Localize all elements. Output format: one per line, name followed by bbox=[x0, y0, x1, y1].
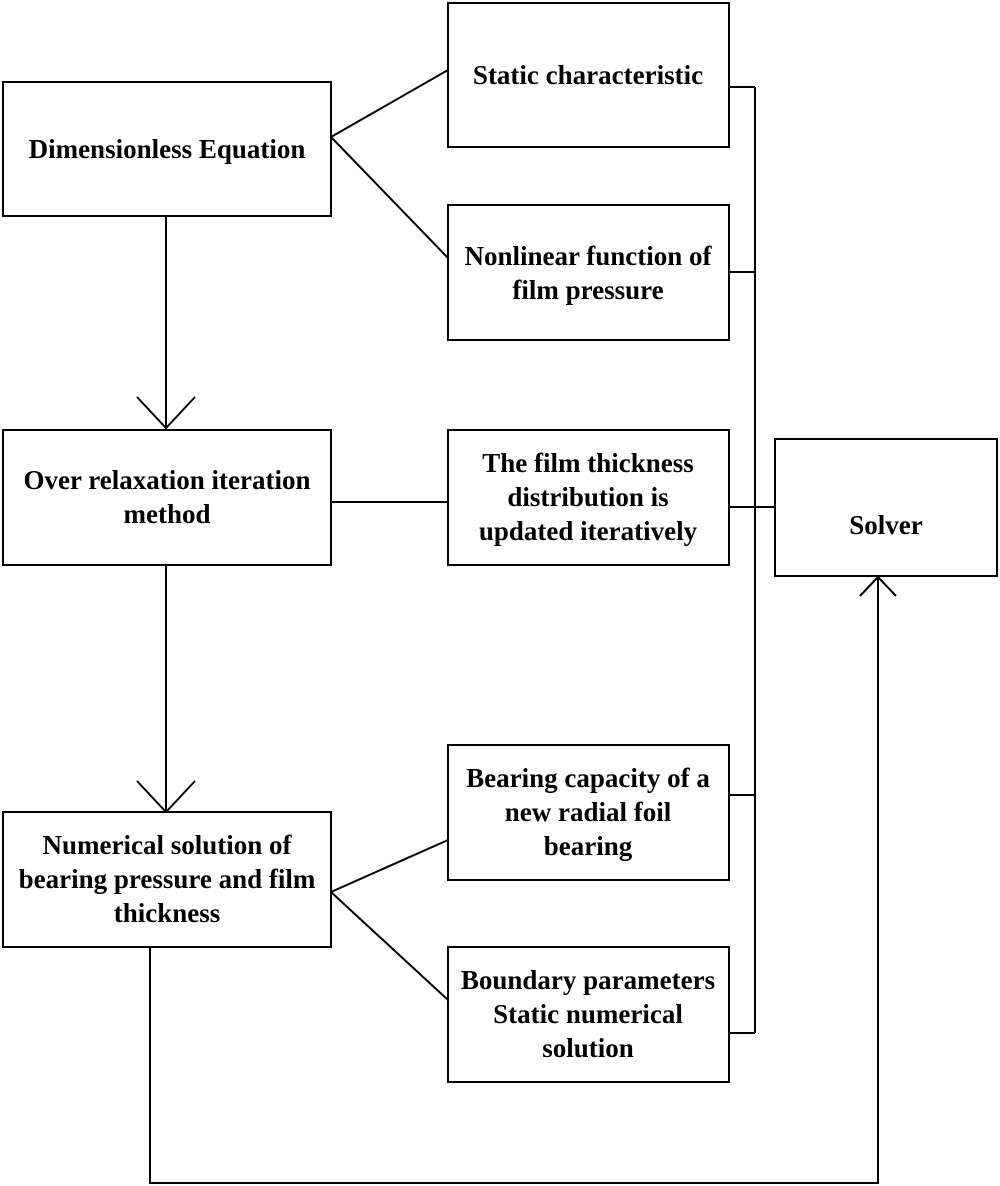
node-label: Dimensionless Equation bbox=[29, 134, 306, 164]
node-label: Over relaxation iteration method bbox=[24, 465, 311, 529]
node-over-relaxation: Over relaxation iteration method bbox=[2, 429, 332, 566]
node-label: Nonlinear function of film pressure bbox=[464, 241, 712, 305]
node-film-thickness-update: The film thickness distribution is updated… bbox=[447, 429, 730, 566]
node-label-line: Solver bbox=[849, 510, 923, 540]
node-label: The film thickness distribution is updated… bbox=[479, 448, 698, 546]
connector-equation-to-nonlinear bbox=[330, 136, 449, 259]
node-label-line: updated iteratively bbox=[479, 516, 698, 546]
node-label: Static characteristic bbox=[473, 60, 703, 90]
arrowhead-equation-to-relaxation bbox=[136, 396, 196, 430]
connector-equation-to-static bbox=[330, 69, 449, 138]
node-static-characteristic: Static characteristic bbox=[447, 2, 730, 148]
node-label-line: new radial foil bbox=[505, 797, 672, 827]
node-label-line: bearing pressure and film bbox=[19, 864, 316, 894]
node-label-line: Static numerical bbox=[493, 999, 683, 1029]
node-solver: Solver bbox=[774, 438, 998, 577]
node-label-line: Bearing capacity of a bbox=[466, 763, 710, 793]
node-label-line: bearing bbox=[544, 831, 633, 861]
node-label: Bearing capacity of a new radial foil bear… bbox=[466, 763, 710, 861]
node-label-line: method bbox=[124, 499, 211, 529]
node-dimensionless-equation: Dimensionless Equation bbox=[2, 81, 332, 217]
node-label: Numerical solution of bearing pressure an… bbox=[19, 830, 316, 928]
node-label-line: Static characteristic bbox=[473, 60, 703, 90]
node-label-line: The film thickness bbox=[482, 448, 694, 478]
node-label-line: Dimensionless Equation bbox=[29, 134, 306, 164]
node-label-line: solution bbox=[542, 1033, 634, 1063]
node-label-line: Boundary parameters bbox=[461, 965, 715, 995]
node-bearing-capacity: Bearing capacity of a new radial foil bear… bbox=[447, 744, 730, 881]
connectors bbox=[136, 69, 897, 1184]
connector-numerical-to-boundary bbox=[330, 891, 449, 1001]
node-label-line: Nonlinear function of bbox=[464, 241, 712, 271]
node-label-line: thickness bbox=[114, 898, 221, 928]
node-label-line: Over relaxation iteration bbox=[24, 465, 311, 495]
connector-numerical-to-solver bbox=[149, 577, 879, 1184]
node-label: Solver bbox=[849, 510, 923, 540]
node-label-line: film pressure bbox=[512, 275, 663, 305]
node-nonlinear-function: Nonlinear function of film pressure bbox=[447, 204, 730, 341]
connector-numerical-to-capacity bbox=[330, 839, 449, 893]
node-label-line: Numerical solution of bbox=[43, 830, 293, 860]
node-label-line: distribution is bbox=[507, 482, 668, 512]
node-numerical-solution: Numerical solution of bearing pressure an… bbox=[2, 811, 332, 948]
